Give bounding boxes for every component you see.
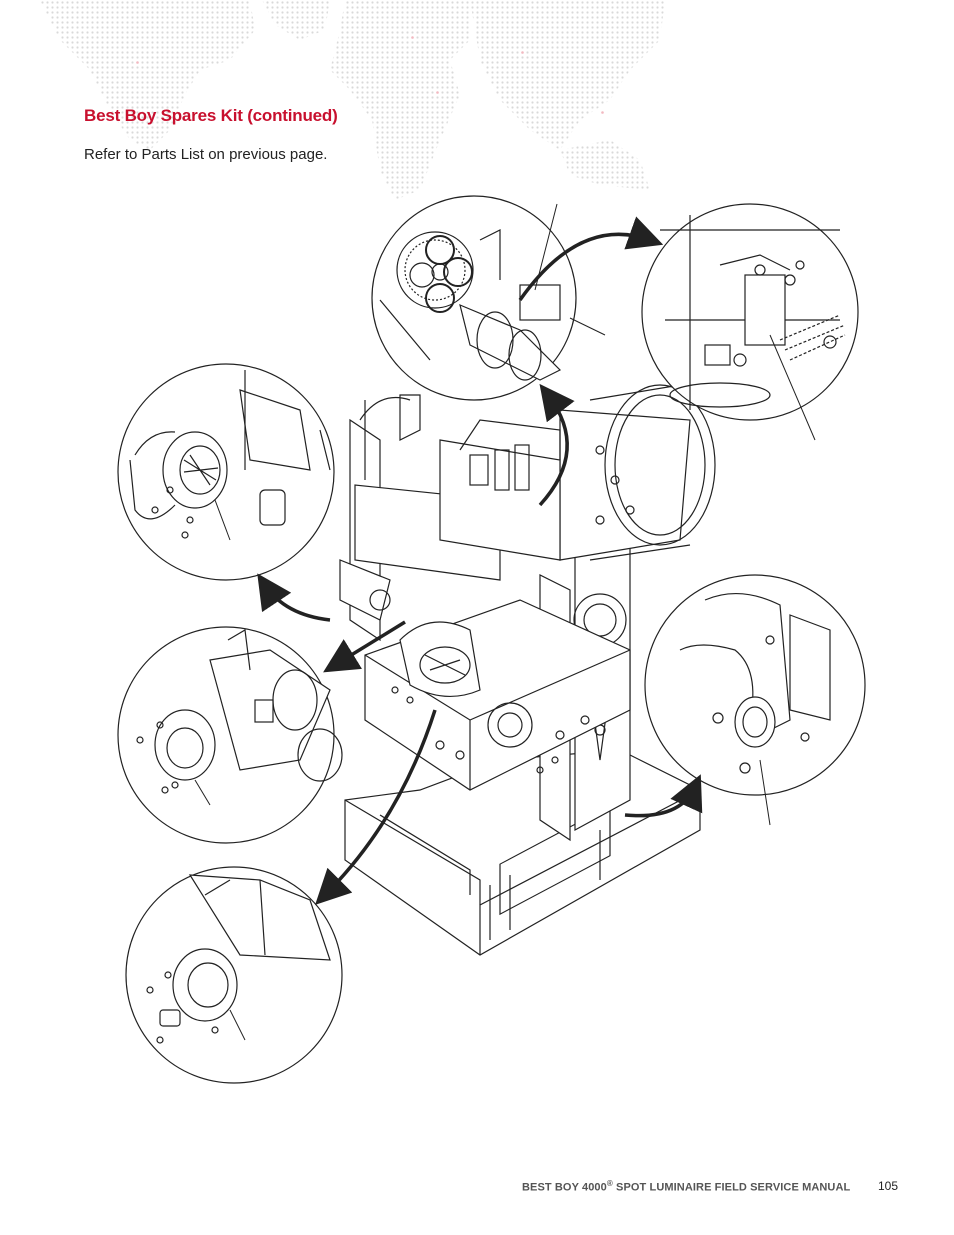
detail-tilt-encoder <box>644 574 866 826</box>
manual-footer-title: BEST BOY 4000® SPOT LUMINAIRE FIELD SERV… <box>522 1179 850 1194</box>
page-number: 105 <box>878 1179 899 1193</box>
intro-text: Refer to Parts List on previous page. <box>84 146 328 163</box>
exploded-view-illustration <box>117 195 866 1084</box>
world-map-dot-pattern <box>40 0 665 200</box>
page-title: Best Boy Spares Kit (continued) <box>84 106 338 125</box>
manual-name: BEST BOY 4000 <box>522 1181 607 1194</box>
callout-arrows <box>257 216 703 905</box>
detail-fan-base <box>125 866 343 1084</box>
luminaire-body <box>339 384 716 956</box>
detail-gobo-wheel <box>371 195 606 401</box>
detail-fan-yoke <box>117 626 343 844</box>
registered-mark: ® <box>606 1179 613 1188</box>
detail-sensor-board <box>641 203 859 441</box>
manual-subtitle: SPOT LUMINAIRE FIELD SERVICE MANUAL <box>612 1181 851 1194</box>
detail-fan-head <box>117 363 335 581</box>
